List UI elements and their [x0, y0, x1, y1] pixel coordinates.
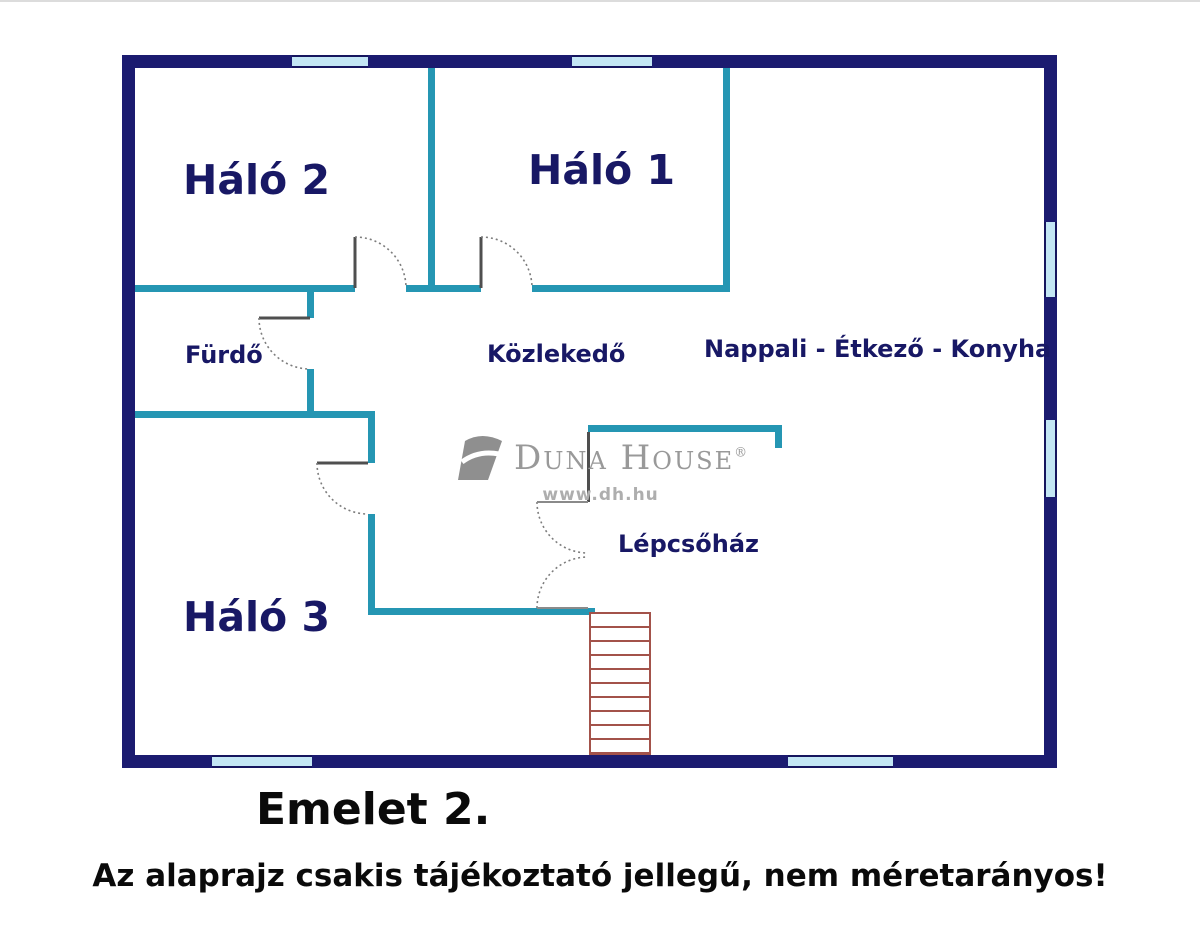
- watermark-row: Duna House®: [452, 434, 749, 482]
- wall-furdo-east-upper: [307, 285, 314, 318]
- wall-bedrooms-south-a: [135, 285, 355, 292]
- wall-bedrooms-south-c: [532, 285, 730, 292]
- wall-bedrooms-south-b: [406, 285, 481, 292]
- watermark-url: www.dh.hu: [542, 485, 659, 505]
- disclaimer-caption: Az alaprajz csakis tájékoztató jellegű, …: [92, 858, 1108, 894]
- wall-staircase-east-stub: [775, 432, 782, 448]
- watermark-brand-text: Duna House: [514, 438, 735, 478]
- window-top-left: [292, 55, 368, 68]
- window-bottom-left: [212, 755, 312, 768]
- wall-halo3-east-upper: [368, 411, 375, 463]
- wall-nappali-west: [723, 68, 730, 292]
- wall-staircase-west: [587, 432, 590, 502]
- registered-mark: ®: [734, 445, 750, 461]
- room-label-lepcsohaz: Lépcsőház: [618, 530, 759, 558]
- wall-staircase-north: [588, 425, 782, 432]
- window-bottom-right: [788, 755, 893, 768]
- wall-halo3-east-lower: [368, 514, 375, 615]
- watermark-brand: Duna House®: [514, 441, 749, 475]
- room-label-nappali-etkezo-konyha: Nappali - Étkező - Konyha: [704, 335, 1052, 363]
- room-label-halo-3: Háló 3: [183, 593, 331, 641]
- room-label-kozlekedo: Közlekedő: [487, 340, 626, 368]
- wall-halo2-halo1-divider: [428, 68, 435, 288]
- stairs: [589, 612, 651, 755]
- page-top-border: [0, 0, 1200, 2]
- room-label-halo-1: Háló 1: [528, 146, 676, 194]
- wall-corridor-south: [368, 608, 595, 615]
- window-top-middle: [572, 55, 652, 68]
- room-label-furdo: Fürdő: [185, 341, 263, 369]
- floor-caption: Emelet 2.: [256, 784, 491, 835]
- window-right-lower: [1044, 420, 1057, 497]
- wall-furdo-east-lower: [307, 369, 314, 418]
- watermark: Duna House® www.dh.hu: [452, 434, 749, 505]
- room-label-halo-2: Háló 2: [183, 156, 331, 204]
- wall-furdo-south: [135, 411, 375, 418]
- dunahouse-logo-icon: [458, 436, 502, 480]
- window-right-upper: [1044, 222, 1057, 297]
